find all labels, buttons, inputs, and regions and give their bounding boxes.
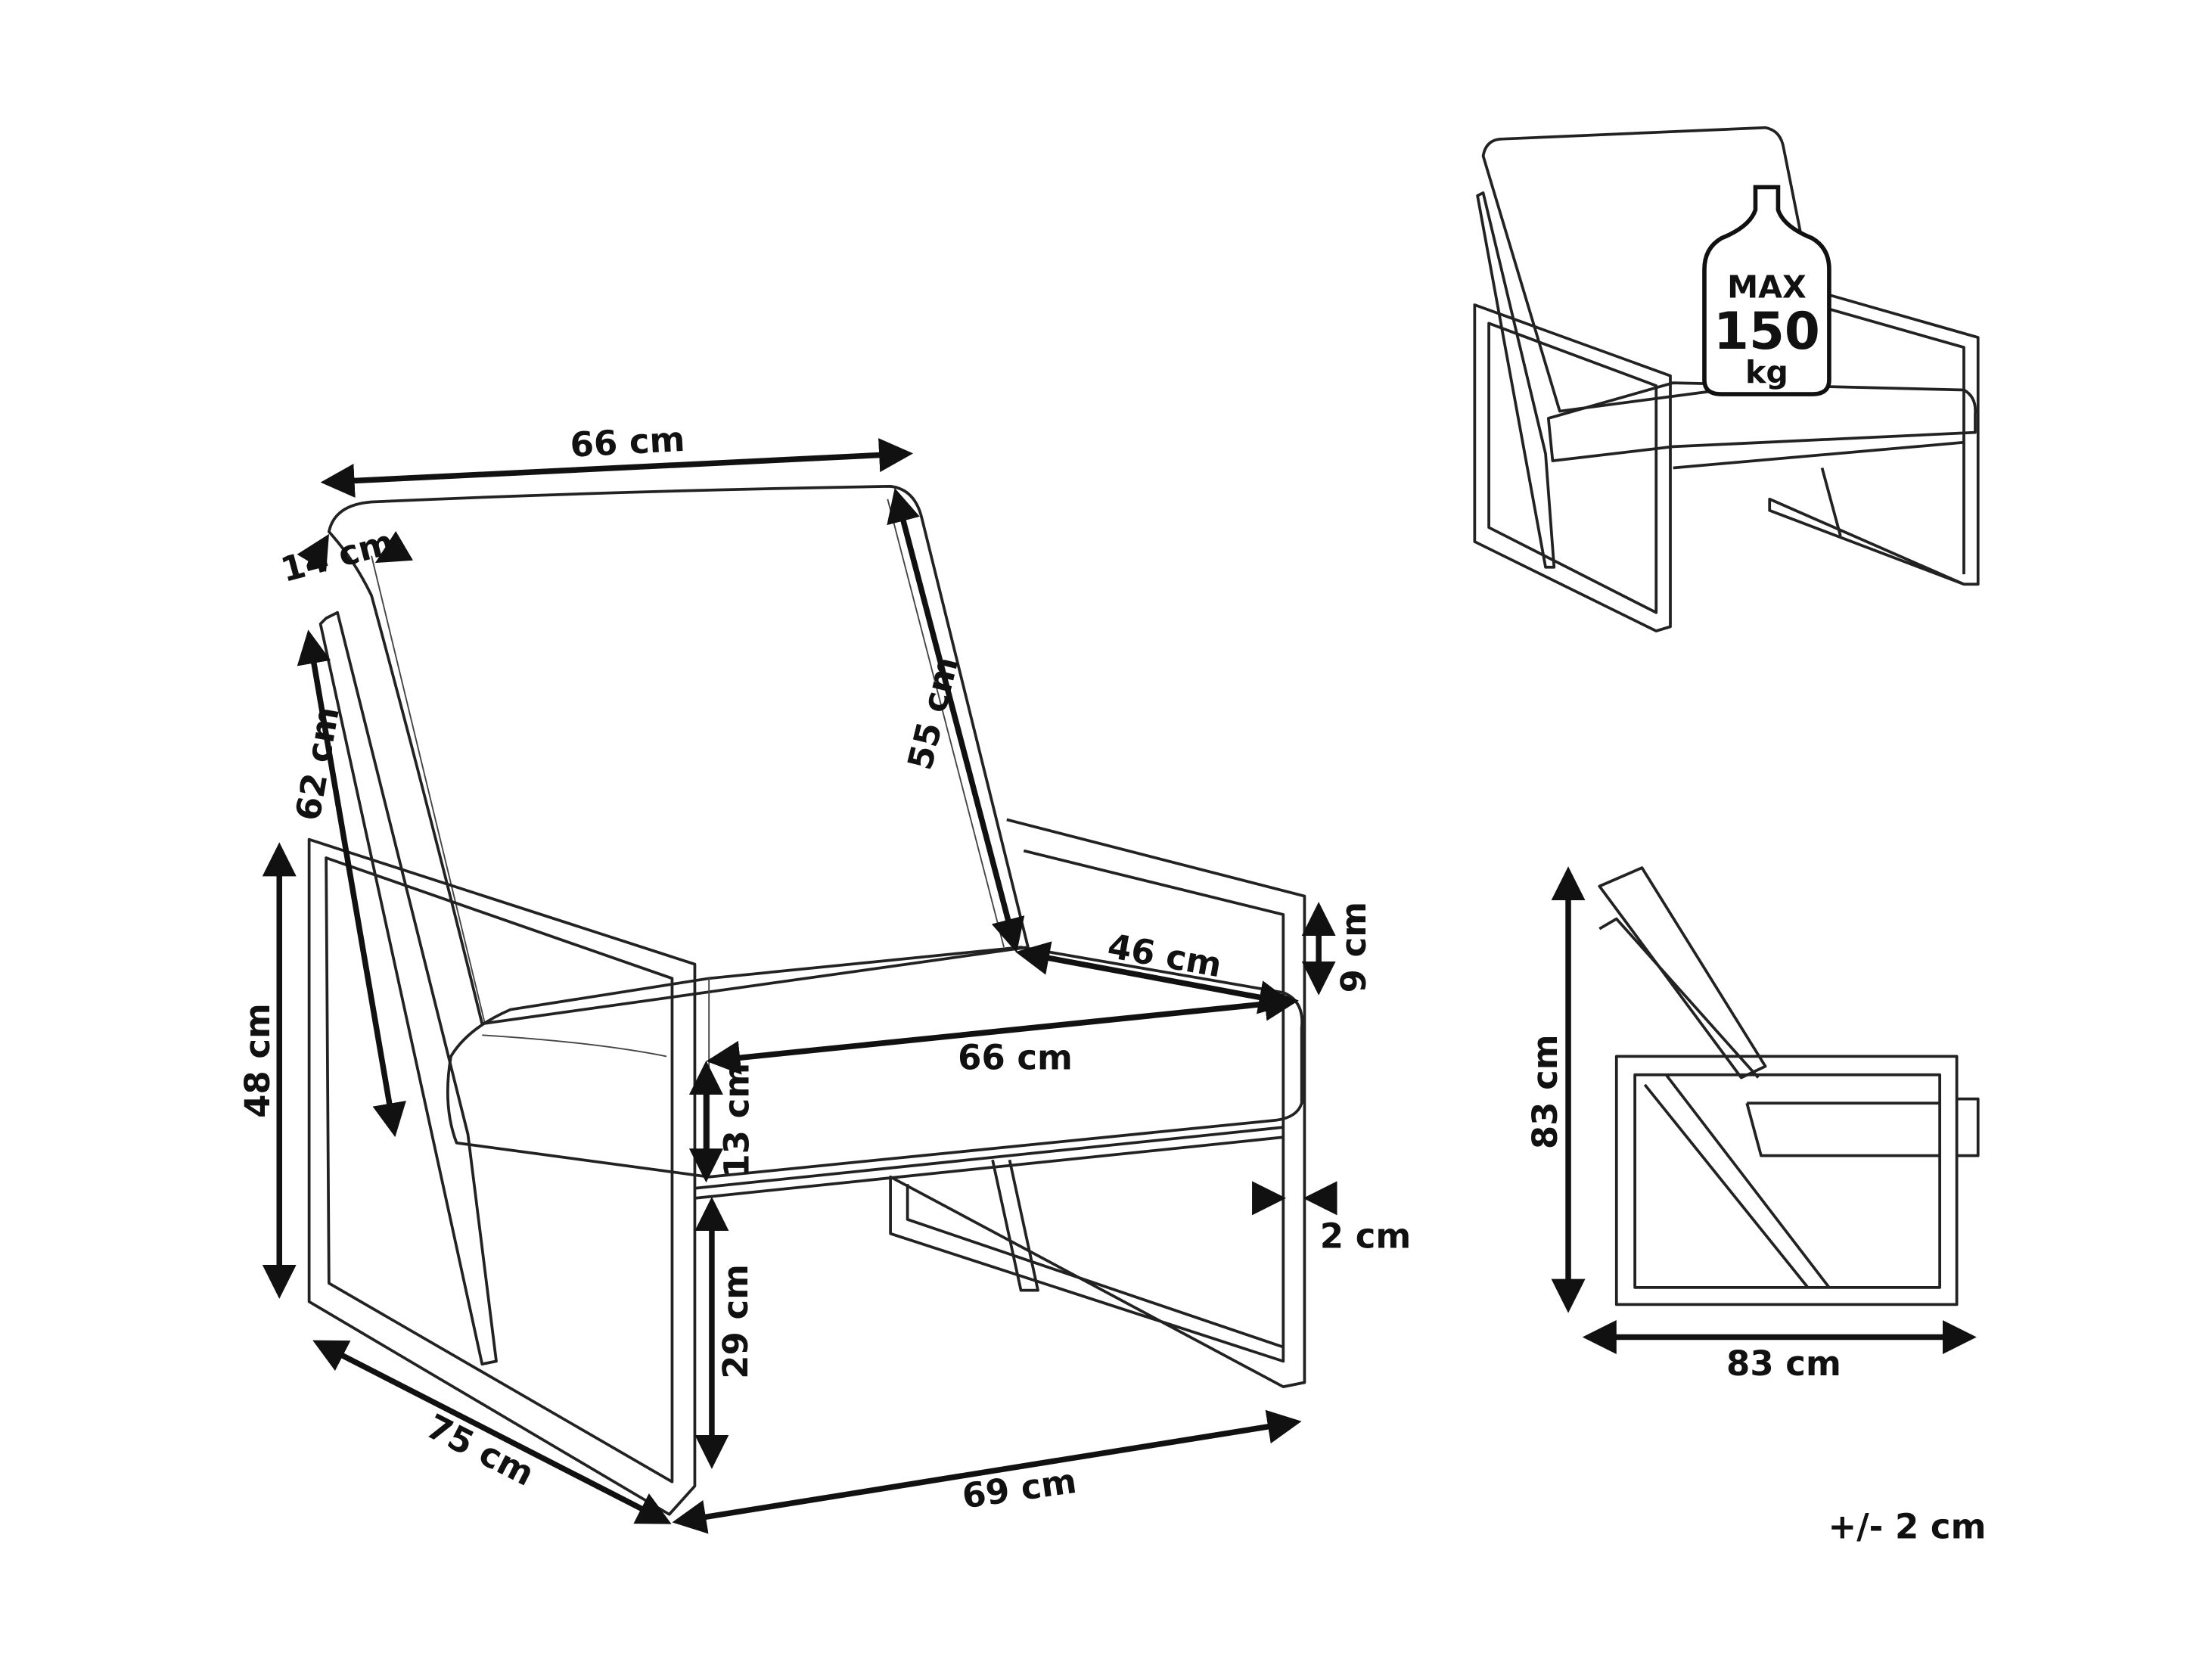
tolerance-note: +/- 2 cm [1828,1507,1987,1547]
max-load-label: MAX [1727,269,1807,306]
label-frame-thickness: 2 cm [1320,1216,1411,1256]
max-load-unit: kg [1745,354,1788,390]
seat-cushion [446,946,1303,1179]
label-backrest-width: 66 cm [569,419,685,465]
side-view-chair-drawing [1551,866,1980,1355]
max-load-value: 150 [1713,301,1820,361]
label-seat-width: 66 cm [958,1037,1073,1077]
label-side-height: 83 cm [1525,1034,1565,1149]
label-armrest-above-seat: 9 cm [1334,902,1374,993]
left-arm-frame [307,837,697,1516]
label-seat-depth: 46 cm [1104,926,1225,986]
back-frame-left [318,610,498,1366]
dimension-lines [262,438,1337,1534]
label-depth: 75 cm [420,1406,540,1494]
weight-icon: MAX 150 kg [1702,185,1831,396]
label-side-depth: 83 cm [1726,1344,1841,1384]
label-backrest-thickness: 14 cm [277,522,398,590]
perspective-chair-drawing: MAX 150 kg [1473,126,1980,632]
label-armrest-height: 48 cm [238,1003,278,1118]
right-arm-frame [889,818,1306,1388]
label-seat-height: 29 cm [716,1264,756,1379]
label-seat-cushion-height: 13 cm [717,1063,757,1178]
label-width: 69 cm [960,1461,1080,1517]
main-chair-drawing [307,485,1306,1516]
